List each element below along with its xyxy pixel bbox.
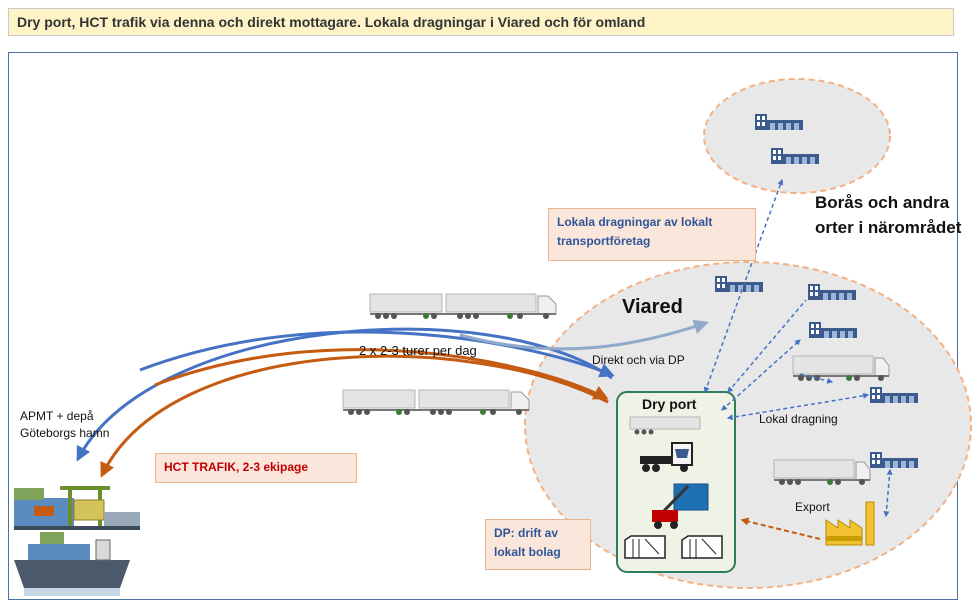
container-icon: [681, 535, 723, 559]
direct-dp-label: Direkt och via DP: [592, 353, 685, 367]
reach-stacker-icon: [652, 483, 709, 529]
dashed-arrow: [799, 373, 834, 384]
container-ship-icon: [14, 532, 130, 596]
hct-orange-return-arrow: [100, 354, 609, 478]
viared-label: Viared: [622, 296, 683, 318]
viared-area: [524, 261, 972, 589]
export-label: Export: [795, 500, 830, 514]
hct-direct-arrow: [139, 330, 615, 378]
dp-box: DP: drift av lokalt bolag: [485, 519, 591, 570]
truck-trailer-icon: [369, 293, 557, 320]
boras-label: Borås och andra orter i närområdet: [815, 193, 962, 237]
truck-trailer-icon: [342, 389, 530, 416]
dry-port-label: Dry port: [642, 396, 697, 412]
port-crane-icon: [14, 486, 140, 530]
turns-per-day-label: 2 x 2-3 turer per dag: [359, 343, 477, 358]
dry-port-box: [616, 391, 736, 573]
container-icon: [624, 535, 666, 559]
dashed-arrow: [703, 178, 784, 394]
dashed-arrow: [883, 468, 893, 518]
dashed-arrow: [727, 299, 807, 393]
grey-arrow: [459, 319, 709, 351]
hct-orange-arrow: [154, 348, 609, 400]
local-drag-label: Lokal dragning: [759, 412, 838, 426]
truck-trailer-icon: [629, 416, 701, 430]
dashed-arrow: [726, 392, 870, 421]
apmt-label: APMT + depå Göteborgs hamn: [20, 409, 110, 440]
diagram-frame: [8, 52, 958, 600]
tractor-unit-icon: [640, 442, 693, 472]
page-title: Dry port, HCT trafik via denna och direk…: [17, 14, 646, 30]
local-haul-box: Lokala dragningar av lokalt transportför…: [548, 208, 756, 261]
export-arrow: [740, 517, 821, 540]
factory-icon: [825, 501, 875, 546]
boras-area: [703, 78, 891, 194]
title-bar: Dry port, HCT trafik via denna och direk…: [8, 8, 954, 36]
hct-box: HCT TRAFIK, 2-3 ekipage: [155, 453, 357, 483]
